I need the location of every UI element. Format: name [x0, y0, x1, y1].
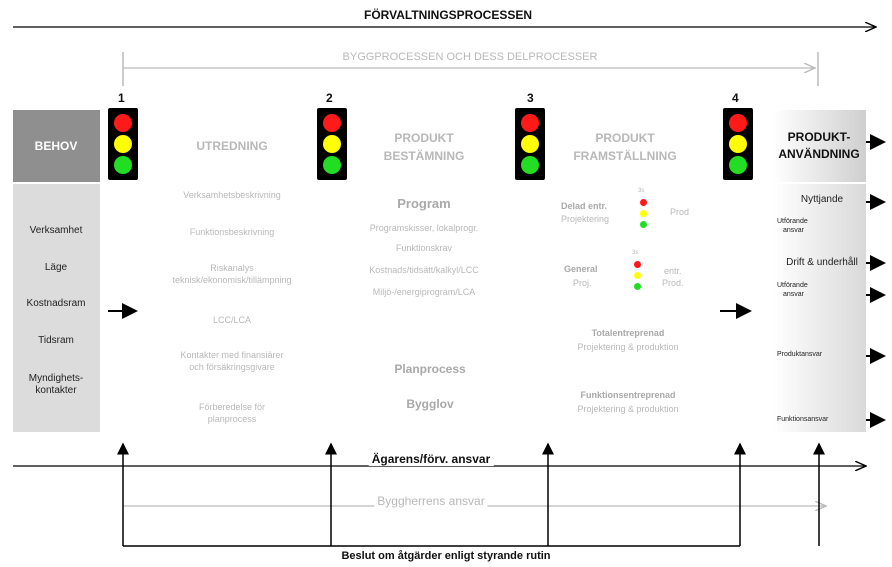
utredning-item-8: Förberedelse för [198, 402, 266, 412]
red-lamp [323, 114, 341, 132]
utredning-item-1: Verksamhetsbeskrivning [183, 190, 281, 200]
program-sub-1: Programskisser, lokalprogr. [369, 223, 479, 233]
bygglov-label: Bygglov [406, 397, 454, 411]
red-lamp [114, 114, 132, 132]
planprocess-label: Planprocess [394, 362, 466, 376]
anvandning-item-produktansvar: Produktansvar [777, 351, 823, 358]
anvandning-item-ansvar-1: ansvar [783, 227, 805, 234]
green-lamp [521, 156, 539, 174]
program-sub-2: Funktionskrav [395, 243, 453, 253]
funktionsentreprenad-label: Funktionsentreprenad [580, 390, 676, 400]
general-label: General [564, 264, 598, 274]
mini-yellow-lamp [634, 272, 641, 279]
behov-item-kostnadsram: Kostnadsram [26, 298, 86, 309]
red-lamp [729, 114, 747, 132]
decision-number-3: 3 [527, 91, 534, 105]
mini-green-lamp [640, 221, 647, 228]
traffic-light-3 [515, 108, 545, 180]
general-entr-label: entr. [664, 266, 682, 276]
behov-item-myndighets: Myndighets- [28, 373, 84, 384]
anvandning-item-drift: Drift & underhåll [786, 257, 858, 268]
mini-green-lamp [634, 283, 641, 290]
mini-light-label-2: 3s [632, 250, 639, 256]
mini-red-lamp [634, 261, 641, 268]
behov-item-verksamhet: Verksamhet [29, 225, 83, 236]
green-lamp [729, 156, 747, 174]
beslut-label: Beslut om åtgärder enligt styrande rutin [341, 550, 551, 562]
mini-yellow-lamp [640, 210, 647, 217]
funktionsentreprenad-sub: Projektering & produktion [577, 404, 679, 414]
yellow-lamp [114, 135, 132, 153]
anvandning-item-funktionsansvar: Funktionsansvar [777, 416, 829, 423]
program-label: Program [397, 196, 451, 211]
utredning-item-6: Kontakter med finansiärer [180, 350, 284, 360]
yellow-lamp [521, 135, 539, 153]
produktanvandning-items-box [773, 184, 866, 432]
delad-entr-label: Delad entr. [561, 201, 608, 211]
general-proj-label: Proj. [573, 278, 592, 288]
traffic-light-1 [108, 108, 138, 180]
behov-title: BEHOV [34, 139, 78, 153]
behov-box [13, 110, 100, 182]
yellow-lamp [323, 135, 341, 153]
program-sub-4: Miljö-/energiprogram/LCA [372, 287, 476, 297]
mini-light-label-1: 3s [638, 188, 645, 194]
bygg-label: BYGGPROCESSEN OCH DESS DELPROCESSER [338, 51, 602, 63]
delad-projektering-label: Projektering [561, 214, 610, 224]
forvaltning-label: FÖRVALTNINGSPROCESSEN [363, 8, 533, 22]
traffic-light-4 [723, 108, 753, 180]
anvandning-item-utforande-1: Utförande [777, 218, 808, 225]
produktframstallning-title-1: PRODUKT [595, 131, 655, 145]
utredning-item-3: Riskanalys [210, 263, 254, 273]
totalentreprenad-sub: Projektering & produktion [577, 342, 679, 352]
utredning-item-7: och försäkringsgivare [189, 362, 275, 372]
agare-label: Ägarens/förv. ansvar [368, 452, 494, 466]
behov-item-lage: Läge [44, 262, 68, 273]
green-lamp [323, 156, 341, 174]
produktbestamning-title-1: PRODUKT [394, 131, 454, 145]
produktanvandning-title-2: ANVÄNDNING [778, 147, 860, 161]
yellow-lamp [729, 135, 747, 153]
behov-item-tidsram: Tidsram [38, 335, 74, 346]
decision-number-1: 1 [118, 91, 125, 105]
program-sub-3: Kostnads/tidsätt/kalkyl/LCC [369, 265, 479, 275]
produktanvandning-title-1: PRODUKT- [787, 130, 851, 144]
red-lamp [521, 114, 539, 132]
general-prod-label: Prod. [662, 278, 684, 288]
produktframstallning-title-2: FRAMSTÄLLNING [573, 149, 677, 163]
behov-item-kontakter: kontakter [35, 385, 77, 396]
decision-number-2: 2 [326, 91, 333, 105]
totalentreprenad-label: Totalentreprenad [591, 328, 665, 338]
traffic-light-2 [317, 108, 347, 180]
anvandning-item-ansvar-2: ansvar [783, 291, 805, 298]
utredning-item-9: planprocess [207, 414, 257, 424]
anvandning-item-utforande-2: Utförande [777, 282, 808, 289]
produktbestamning-title-2: BESTÄMNING [383, 149, 465, 163]
behov-items-box [13, 184, 100, 432]
utredning-item-2: Funktionsbeskrivning [189, 227, 275, 237]
produktanvandning-box [773, 110, 866, 182]
byggherre-label: Byggherrens ansvar [374, 494, 488, 508]
delad-prod-label: Prod [670, 207, 690, 217]
utredning-item-5: LCC/LCA [212, 315, 252, 325]
utredning-item-4: teknisk/ekonomisk/tillämpning [172, 275, 292, 285]
mini-red-lamp [640, 199, 647, 206]
anvandning-item-nyttjande: Nyttjande [800, 194, 844, 205]
utredning-title: UTREDNING [196, 139, 268, 153]
decision-number-4: 4 [732, 91, 739, 105]
green-lamp [114, 156, 132, 174]
